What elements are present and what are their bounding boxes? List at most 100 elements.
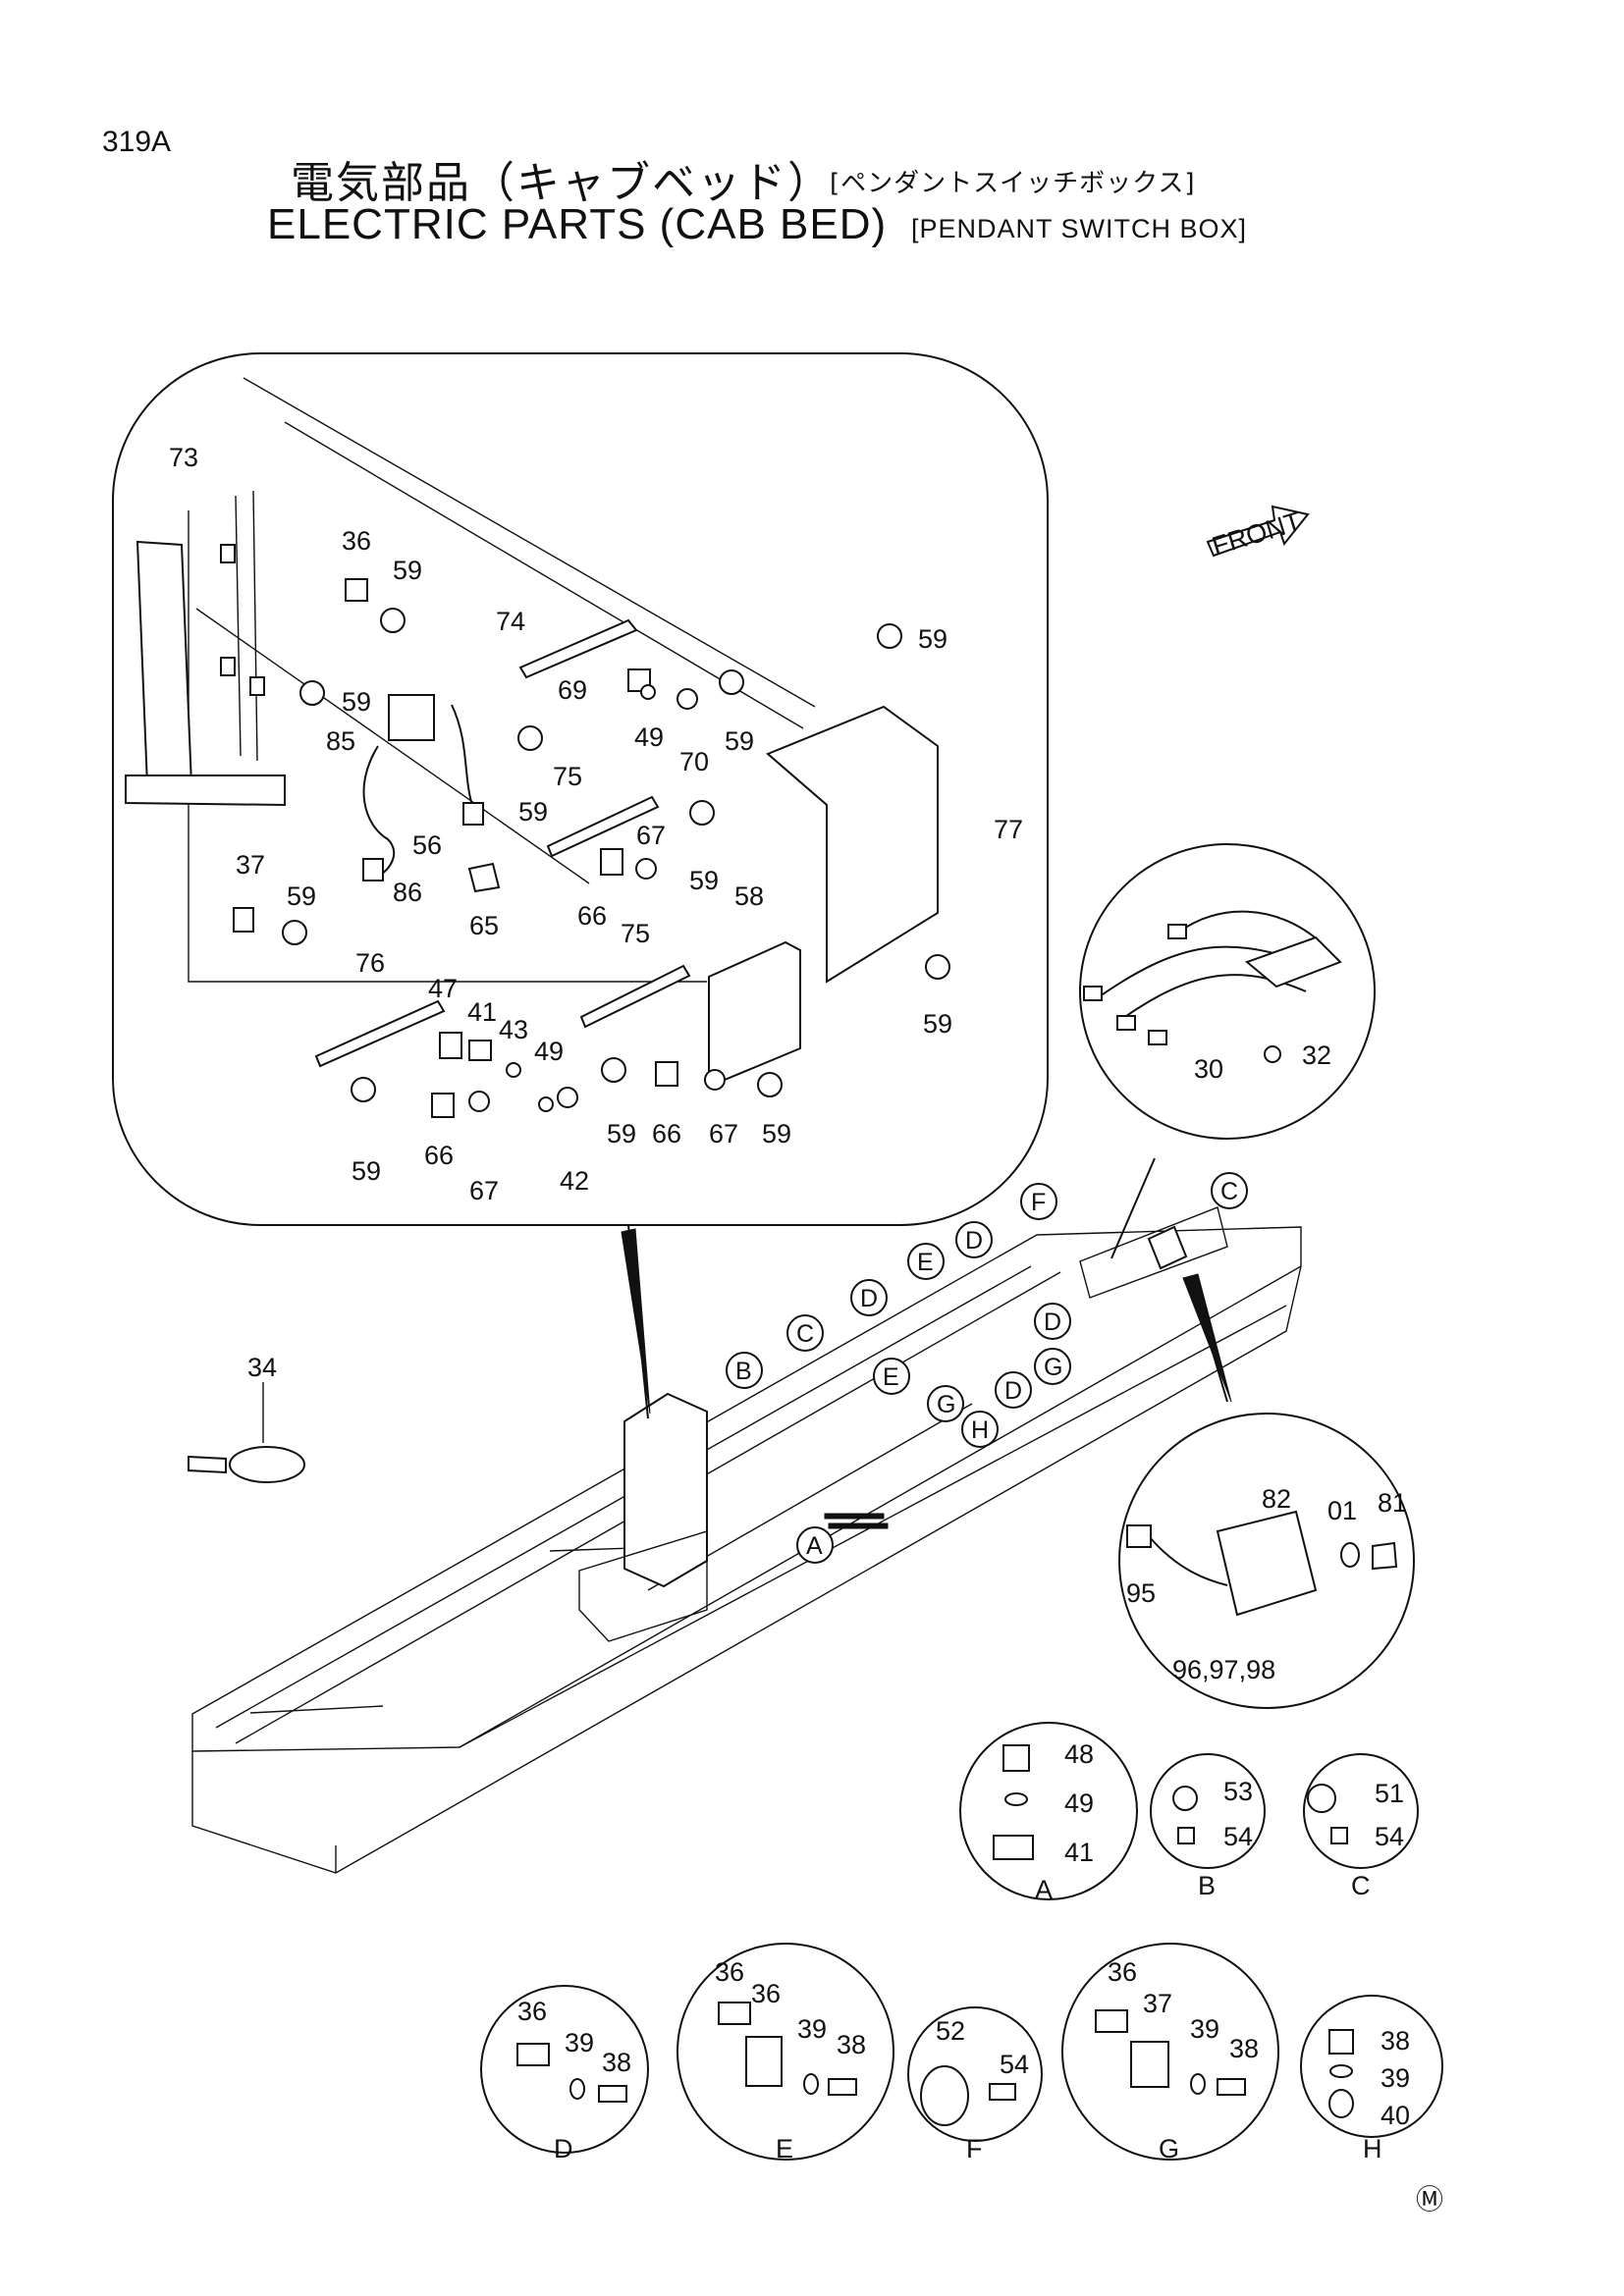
part-label: 38: [837, 2030, 866, 2059]
wiring-circle-labels: 30 32: [1194, 1041, 1331, 1084]
view-h-labels: 38 39 40 H: [1363, 2026, 1410, 2163]
view-g-labels: 36 37 39 38 G: [1108, 1957, 1259, 2163]
callout-letter: F: [1031, 1189, 1046, 1216]
part-label: 48: [1064, 1739, 1094, 1769]
view-letter: A: [1035, 1875, 1053, 1904]
callout-letter: E: [917, 1249, 934, 1276]
view-letter: G: [1159, 2134, 1179, 2163]
part-label: 59: [762, 1119, 791, 1148]
part-label: 82: [1262, 1484, 1291, 1514]
view-letter: D: [554, 2134, 573, 2163]
view-g-circle: [1061, 1943, 1279, 2161]
cable-tie-part: [188, 1382, 305, 1483]
view-h-circle: [1300, 1995, 1443, 2138]
part-label: 70: [679, 747, 709, 776]
part-label: 36: [342, 526, 371, 556]
part-label: 41: [1064, 1838, 1094, 1867]
part-label: 73: [169, 443, 198, 472]
part-label: 52: [936, 2016, 965, 2046]
part-label: 59: [607, 1119, 636, 1148]
part-label: 59: [393, 556, 422, 585]
title-japanese: 電気部品（キャブベッド）: [291, 158, 833, 208]
view-letter: F: [966, 2134, 983, 2163]
front-label: FRONT: [1209, 507, 1305, 561]
part-label: 39: [797, 2014, 827, 2044]
part-label: 43: [499, 1015, 528, 1044]
part-label: 38: [602, 2048, 631, 2077]
part-label: 66: [652, 1119, 681, 1148]
part-label: 49: [634, 722, 664, 752]
part-label: 51: [1375, 1779, 1404, 1808]
part-label: 54: [1375, 1822, 1404, 1851]
part-label: 37: [236, 850, 265, 880]
view-e-circle: [677, 1943, 894, 2161]
callout-letter: B: [735, 1358, 752, 1385]
part-label: 66: [424, 1141, 454, 1170]
part-label: 69: [558, 675, 587, 705]
callout-letter: C: [1220, 1178, 1238, 1205]
part-label: 40: [1380, 2101, 1410, 2130]
part-label: 42: [560, 1166, 589, 1196]
view-letter: B: [1198, 1871, 1216, 1900]
part-label: 59: [918, 624, 947, 654]
part-label: 59: [287, 881, 316, 911]
detail-circles: [480, 1722, 1443, 2161]
part-label: 74: [496, 607, 525, 636]
part-label: 39: [1190, 2014, 1219, 2044]
view-a-circle: [959, 1722, 1138, 1900]
view-e-labels: 36 36 39 38 E: [715, 1957, 866, 2163]
part-label: 59: [689, 866, 719, 895]
part-label: 47: [428, 974, 458, 1003]
part-label: 49: [1064, 1789, 1094, 1818]
part-label: 59: [352, 1156, 381, 1186]
part-label: 37: [1143, 1989, 1172, 2018]
pendant-switch-circle: [1118, 1413, 1415, 1709]
part-label: 53: [1223, 1777, 1253, 1806]
part-label: 39: [565, 2028, 594, 2057]
subtitle-japanese: [ペンダントスイッチボックス]: [830, 169, 1196, 198]
part-label: 59: [518, 797, 548, 827]
view-f-circle: [907, 2006, 1043, 2142]
view-a-labels: 48 49 41 A: [1035, 1739, 1094, 1904]
view-d-circle: [480, 1985, 649, 2154]
part-label: 54: [1223, 1822, 1253, 1851]
part-label: 86: [393, 878, 422, 907]
view-letter: C: [1351, 1871, 1371, 1900]
part-label: 59: [923, 1009, 952, 1039]
view-f-labels: 52 54 F: [936, 2016, 1029, 2163]
corner-mark: Ⓜ: [1416, 2184, 1443, 2215]
callout-letter: D: [1004, 1377, 1022, 1405]
part-label: 75: [621, 919, 650, 948]
part-label: 36: [517, 1997, 547, 2026]
part-label: 34: [247, 1353, 277, 1382]
page-number: 319A: [102, 126, 172, 158]
part-label: 96,97,98: [1172, 1655, 1275, 1684]
part-label: 30: [1194, 1054, 1223, 1084]
part-label: 85: [326, 726, 355, 756]
part-label: 59: [725, 726, 754, 756]
callout-letter: A: [806, 1532, 823, 1560]
title-english: ELECTRIC PARTS (CAB BED): [267, 200, 888, 248]
callout-letter: G: [937, 1391, 955, 1418]
part-label: 32: [1302, 1041, 1331, 1070]
detail-box-labels: 73 36 59 74 59 69 49 70 59 59 85 59 75 5…: [169, 443, 1023, 1205]
part-label: 77: [994, 815, 1023, 844]
view-b-labels: 53 54 B: [1198, 1777, 1253, 1900]
part-label: 67: [709, 1119, 738, 1148]
part-label: 95: [1126, 1578, 1156, 1608]
part-label: 36: [715, 1957, 744, 1987]
part-label: 49: [534, 1037, 564, 1066]
part-label: 38: [1380, 2026, 1410, 2056]
view-c-circle: [1303, 1753, 1419, 1869]
part-label: 81: [1378, 1488, 1407, 1518]
callout-letter: E: [883, 1363, 899, 1391]
part-label: 01: [1327, 1496, 1357, 1525]
part-label: 67: [469, 1176, 499, 1205]
view-d-labels: 36 39 38 D: [517, 1997, 631, 2163]
callout-letters: A B C C D D D D E E F G G H: [726, 1172, 1248, 1564]
switch-circle-labels: 82 01 81 95 96,97,98: [1126, 1484, 1407, 1684]
part-label: 54: [1000, 2050, 1029, 2079]
view-letter: E: [776, 2134, 793, 2163]
